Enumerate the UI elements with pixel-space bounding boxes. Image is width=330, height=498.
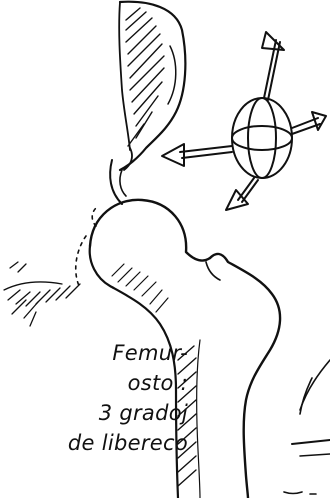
- second-figure-fragment: [284, 360, 330, 494]
- soft-tissue-left: [4, 262, 80, 326]
- caption-line-2: osto :: [0, 368, 188, 398]
- caption-line-4: de libereco: [0, 428, 188, 458]
- caption-line-1: Femur-: [0, 338, 188, 368]
- caption-line-3: 3 gradoj: [0, 398, 188, 428]
- figure-caption: Femur- osto : 3 gradoj de libereco: [0, 338, 188, 458]
- hip-bone: [119, 2, 185, 170]
- three-axis-rotation-icon: [162, 32, 326, 210]
